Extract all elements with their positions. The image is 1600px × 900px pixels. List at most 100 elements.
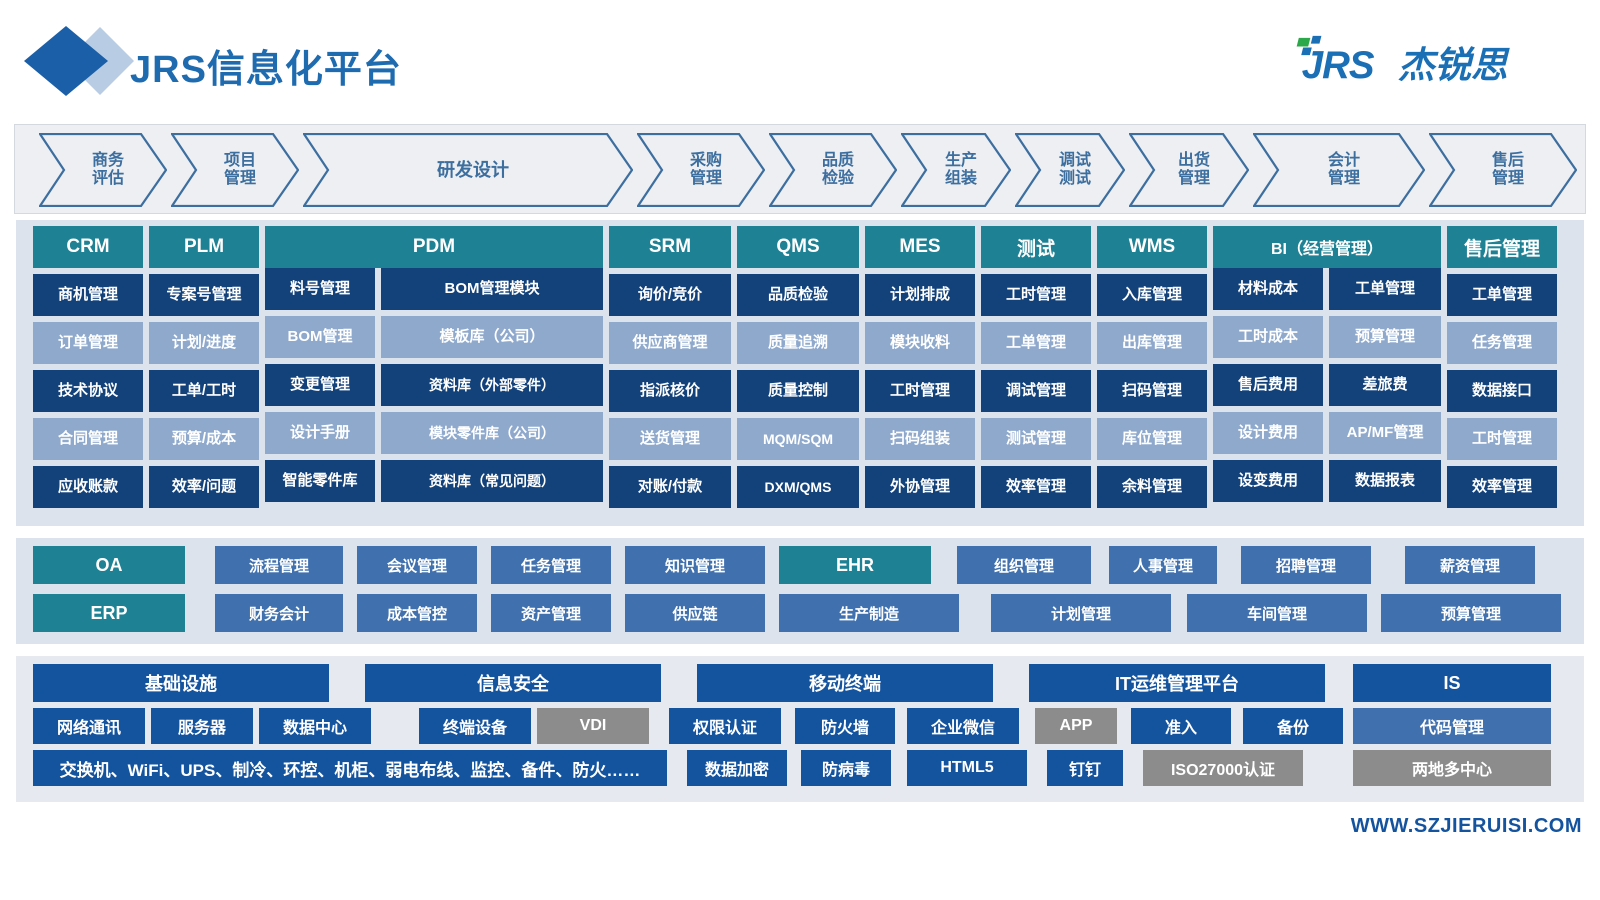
- module-cell[interactable]: 材料成本: [1213, 268, 1323, 310]
- module-header[interactable]: BI（经营管理）: [1213, 226, 1441, 268]
- module-cell[interactable]: 对账/付款: [609, 466, 731, 508]
- module-cell[interactable]: 指派核价: [609, 370, 731, 412]
- module-header[interactable]: WMS: [1097, 226, 1207, 268]
- module-cell[interactable]: BOM管理模块: [381, 268, 603, 310]
- infra-chip[interactable]: VDI: [537, 708, 649, 744]
- module-cell[interactable]: 应收账款: [33, 466, 143, 508]
- infra-header-chip[interactable]: 信息安全: [365, 664, 661, 702]
- infra-detail-chip[interactable]: ISO27000认证: [1143, 750, 1303, 786]
- module-cell[interactable]: MQM/SQM: [737, 418, 859, 460]
- infra-chip[interactable]: 防火墙: [795, 708, 895, 744]
- module-cell[interactable]: 工时管理: [1447, 418, 1557, 460]
- module-cell[interactable]: 数据接口: [1447, 370, 1557, 412]
- module-cell[interactable]: 测试管理: [981, 418, 1091, 460]
- module-cell[interactable]: 智能零件库: [265, 460, 375, 502]
- erp-chip[interactable]: 成本管控: [357, 594, 477, 632]
- module-cell[interactable]: 料号管理: [265, 268, 375, 310]
- infra-chip[interactable]: 终端设备: [419, 708, 531, 744]
- module-cell[interactable]: 任务管理: [1447, 322, 1557, 364]
- infra-chip[interactable]: 备份: [1243, 708, 1343, 744]
- oa-chip[interactable]: OA: [33, 546, 185, 584]
- erp-chip[interactable]: 车间管理: [1187, 594, 1367, 632]
- module-cell[interactable]: 设计手册: [265, 412, 375, 454]
- erp-chip[interactable]: ERP: [33, 594, 185, 632]
- oa-chip[interactable]: 会议管理: [357, 546, 477, 584]
- module-cell[interactable]: 变更管理: [265, 364, 375, 406]
- module-cell[interactable]: 资料库（常见问题）: [381, 460, 603, 502]
- module-cell[interactable]: 工时成本: [1213, 316, 1323, 358]
- module-header[interactable]: SRM: [609, 226, 731, 268]
- module-cell[interactable]: 出库管理: [1097, 322, 1207, 364]
- oa-chip[interactable]: 任务管理: [491, 546, 611, 584]
- infra-chip[interactable]: APP: [1035, 708, 1117, 744]
- module-cell[interactable]: 预算/成本: [149, 418, 259, 460]
- module-cell[interactable]: 扫码管理: [1097, 370, 1207, 412]
- infra-detail-chip[interactable]: 两地多中心: [1353, 750, 1551, 786]
- module-cell[interactable]: 设变费用: [1213, 460, 1323, 502]
- infra-detail-chip[interactable]: 交换机、WiFi、UPS、制冷、环控、机柜、弱电布线、监控、备件、防火……: [33, 750, 667, 786]
- module-header[interactable]: 测试: [981, 226, 1091, 268]
- process-step-9[interactable]: 售后管理: [1429, 133, 1577, 207]
- module-cell[interactable]: 质量控制: [737, 370, 859, 412]
- oa-chip[interactable]: 知识管理: [625, 546, 765, 584]
- erp-chip[interactable]: 预算管理: [1381, 594, 1561, 632]
- module-cell[interactable]: 售后费用: [1213, 364, 1323, 406]
- footer-website-url[interactable]: WWW.SZJIERUISI.COM: [1350, 815, 1582, 837]
- module-cell[interactable]: 商机管理: [33, 274, 143, 316]
- module-cell[interactable]: 效率/问题: [149, 466, 259, 508]
- infra-detail-chip[interactable]: 数据加密: [687, 750, 787, 786]
- infra-chip[interactable]: 网络通讯: [33, 708, 145, 744]
- module-cell[interactable]: 工单管理: [1447, 274, 1557, 316]
- module-cell[interactable]: 工时管理: [865, 370, 975, 412]
- process-step-1[interactable]: 项目管理: [171, 133, 299, 207]
- module-header[interactable]: MES: [865, 226, 975, 268]
- process-step-4[interactable]: 品质检验: [769, 133, 897, 207]
- module-cell[interactable]: 技术协议: [33, 370, 143, 412]
- oa-chip[interactable]: 薪资管理: [1405, 546, 1535, 584]
- infra-detail-chip[interactable]: HTML5: [907, 750, 1027, 786]
- module-cell[interactable]: 库位管理: [1097, 418, 1207, 460]
- process-step-7[interactable]: 出货管理: [1129, 133, 1249, 207]
- module-cell[interactable]: 询价/竞价: [609, 274, 731, 316]
- module-cell[interactable]: 效率管理: [1447, 466, 1557, 508]
- module-cell[interactable]: 订单管理: [33, 322, 143, 364]
- infra-detail-chip[interactable]: 钉钉: [1047, 750, 1123, 786]
- erp-chip[interactable]: 供应链: [625, 594, 765, 632]
- module-cell[interactable]: 品质检验: [737, 274, 859, 316]
- erp-chip[interactable]: 资产管理: [491, 594, 611, 632]
- module-cell[interactable]: 模块零件库（公司）: [381, 412, 603, 454]
- process-step-0[interactable]: 商务评估: [39, 133, 167, 207]
- module-cell[interactable]: 质量追溯: [737, 322, 859, 364]
- module-cell[interactable]: 工单/工时: [149, 370, 259, 412]
- oa-chip[interactable]: 招聘管理: [1241, 546, 1371, 584]
- infra-header-chip[interactable]: 移动终端: [697, 664, 993, 702]
- module-cell[interactable]: 工时管理: [981, 274, 1091, 316]
- module-cell[interactable]: 模板库（公司）: [381, 316, 603, 358]
- infra-chip[interactable]: 权限认证: [669, 708, 781, 744]
- module-header[interactable]: 售后管理: [1447, 226, 1557, 268]
- module-cell[interactable]: 预算管理: [1329, 316, 1441, 358]
- module-cell[interactable]: 差旅费: [1329, 364, 1441, 406]
- infra-header-chip[interactable]: IT运维管理平台: [1029, 664, 1325, 702]
- module-cell[interactable]: BOM管理: [265, 316, 375, 358]
- process-step-6[interactable]: 调试测试: [1015, 133, 1125, 207]
- process-step-2[interactable]: 研发设计: [303, 133, 633, 207]
- module-cell[interactable]: 计划/进度: [149, 322, 259, 364]
- module-cell[interactable]: DXM/QMS: [737, 466, 859, 508]
- module-cell[interactable]: 扫码组装: [865, 418, 975, 460]
- module-cell[interactable]: 外协管理: [865, 466, 975, 508]
- module-cell[interactable]: 数据报表: [1329, 460, 1441, 502]
- module-cell[interactable]: 工单管理: [1329, 268, 1441, 310]
- infra-header-chip[interactable]: IS: [1353, 664, 1551, 702]
- infra-chip[interactable]: 服务器: [151, 708, 253, 744]
- module-cell[interactable]: 计划排成: [865, 274, 975, 316]
- module-cell[interactable]: 入库管理: [1097, 274, 1207, 316]
- erp-chip[interactable]: 生产制造: [779, 594, 959, 632]
- module-header[interactable]: QMS: [737, 226, 859, 268]
- module-cell[interactable]: 合同管理: [33, 418, 143, 460]
- module-header[interactable]: PDM: [265, 226, 603, 268]
- infra-detail-chip[interactable]: 防病毒: [801, 750, 891, 786]
- module-cell[interactable]: 资料库（外部零件）: [381, 364, 603, 406]
- infra-chip[interactable]: 企业微信: [907, 708, 1019, 744]
- process-step-5[interactable]: 生产组装: [901, 133, 1011, 207]
